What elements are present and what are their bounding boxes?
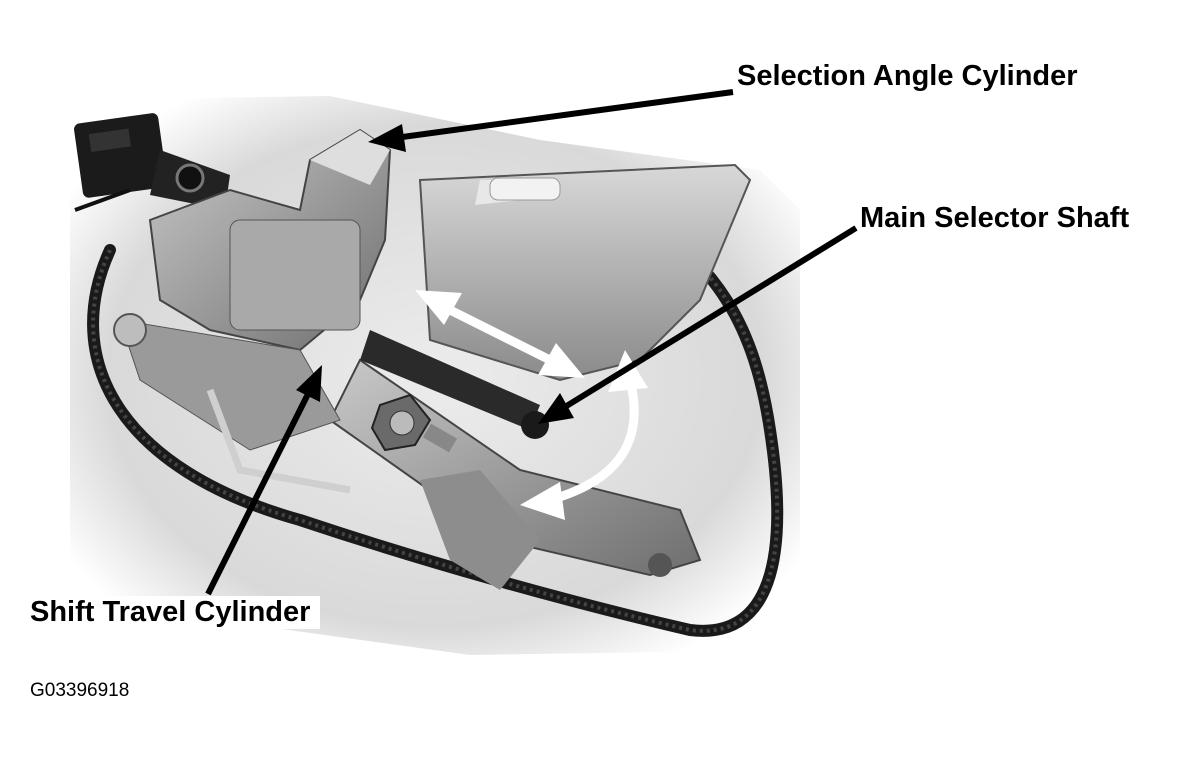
shift-motion-arrow <box>415 290 585 378</box>
selector-shaft-body <box>360 330 540 430</box>
main-selector-leader <box>538 225 858 424</box>
figure-id: G03396918 <box>30 680 130 701</box>
shift-travel-cylinder-label: Shift Travel Cylinder <box>30 596 321 629</box>
shift-travel-leader <box>205 365 322 596</box>
main-selector-shaft-label: Main Selector Shaft <box>860 202 1130 234</box>
bolt-nut <box>370 393 457 453</box>
fluid-tube <box>206 388 351 494</box>
selection-angle-cylinder-label: Selection Angle Cylinder <box>737 60 1078 92</box>
selection-angle-leader <box>368 89 734 152</box>
bracket-plate <box>418 163 752 382</box>
